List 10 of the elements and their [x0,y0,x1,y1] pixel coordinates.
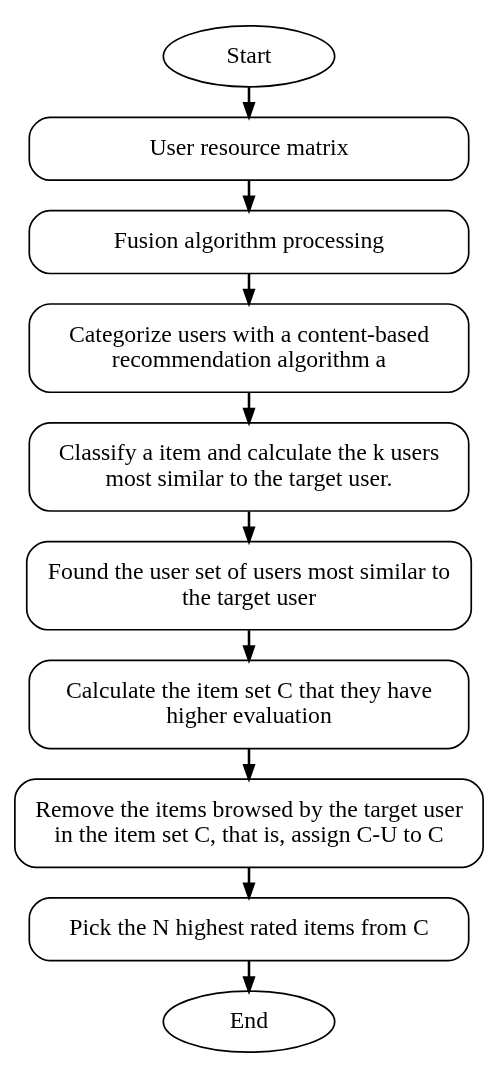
node-box: User resource matrix [28,116,470,181]
node-box: Classify a item and calculate the k users most similar to the target user. [28,421,470,512]
node-box: Pick the N highest rated items from C [28,896,470,961]
node-box: Calculate the item set C that they have higher evaluation [28,658,470,749]
node-box: Fusion algorithm processing [28,209,470,274]
node-box: Found the user set of users most similar to the target user [25,540,473,631]
node-box: Remove the items browsed by the target user in the item set C, that is, assign C-U to C [14,777,484,868]
node-ellipse: Start [162,24,336,88]
node-ellipse: End [162,989,336,1053]
node-box: Categorize users with a content-based recommendation algorithm a [28,302,470,393]
